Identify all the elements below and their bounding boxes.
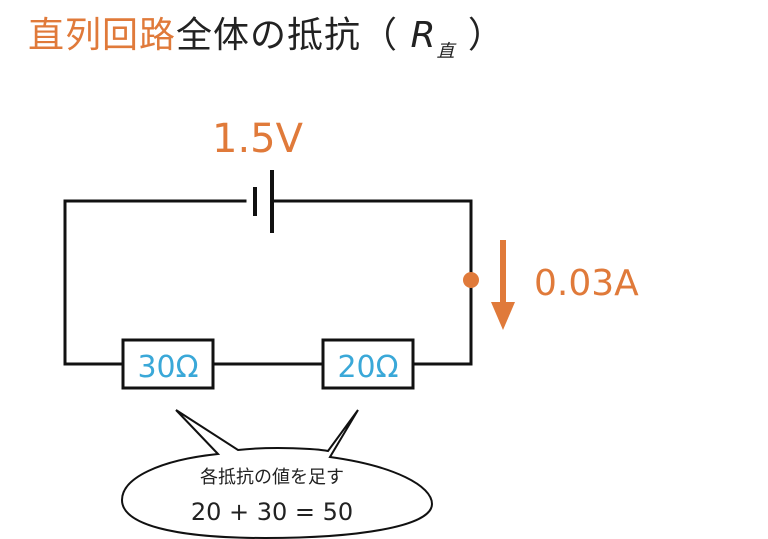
resistor-20: 20Ω [321,338,415,390]
wire-top-left [63,199,247,366]
title-highlight: 直列回路 [28,15,177,56]
callout-line2: 20 + 30 = 50 [191,498,353,526]
resistor-20-box [321,338,415,390]
battery-voltage-label: 1.5V [212,116,304,162]
callout-bubble-shape [120,409,434,539]
callout-line1: 各抵抗の値を足す [200,467,344,488]
resistor-30: 30Ω [121,338,215,390]
current-label: 0.03A [534,263,639,304]
current-arrow-head [491,302,515,330]
resistor-20-label: 20Ω [337,350,398,385]
resistor-30-box [121,338,215,390]
current-probe-dot [463,272,479,288]
title-symbol: R [410,15,437,56]
title-subscript: 直 [436,41,456,62]
title-rest: 全体の抵抗（ [176,15,411,56]
callout-bubble: 各抵抗の値を足す 20 + 30 = 50 [120,409,434,539]
page-title: 直列回路全体の抵抗（ R直 ） [28,14,505,74]
current-arrow [491,240,515,330]
title-close: ） [455,15,505,56]
resistor-30-label: 30Ω [137,350,198,385]
battery-symbol [253,170,274,233]
